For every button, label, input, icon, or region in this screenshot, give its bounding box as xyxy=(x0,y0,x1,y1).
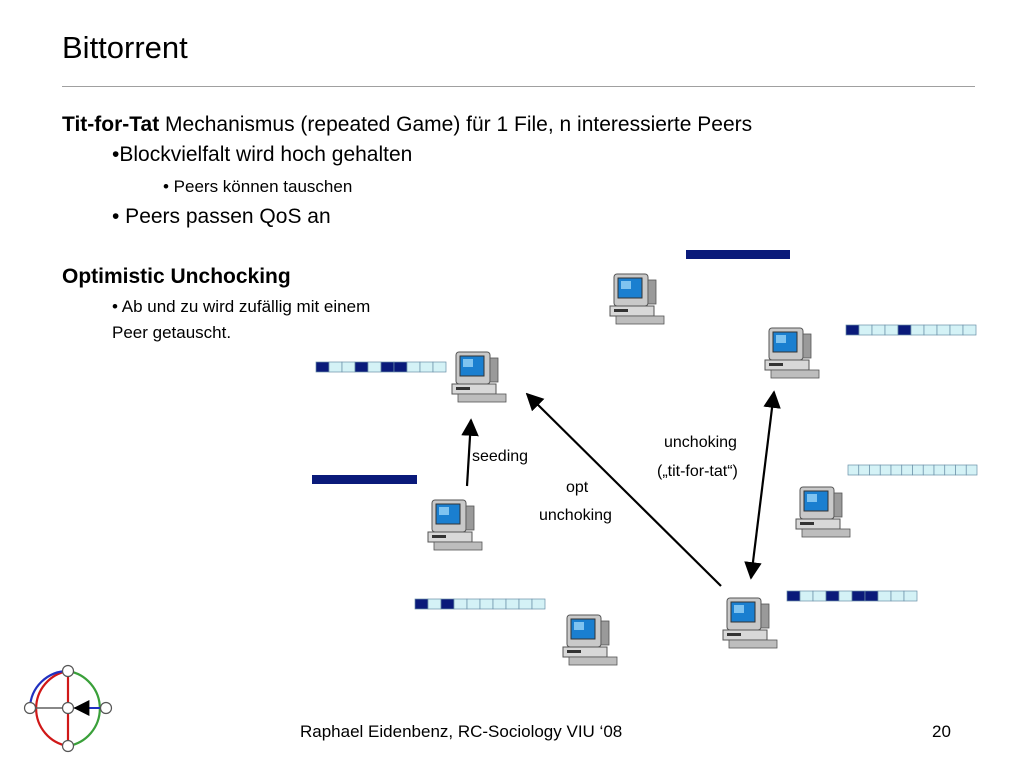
title-divider xyxy=(62,86,975,87)
block-have xyxy=(845,324,860,336)
block-missing xyxy=(962,324,977,336)
block-missing xyxy=(912,464,924,476)
block-missing xyxy=(492,598,507,610)
peer-computer-icon-center xyxy=(451,351,507,403)
block-missing xyxy=(903,590,918,602)
tit-for-tat-description: Mechanismus (repeated Game) für 1 File, … xyxy=(159,113,753,136)
block-missing xyxy=(367,361,382,373)
block-missing xyxy=(453,598,468,610)
block-missing xyxy=(799,590,814,602)
opt-label: opt xyxy=(566,479,589,496)
block-have xyxy=(315,361,330,373)
optimistic-line-1: • Ab und zu wird zufällig mit einem xyxy=(112,297,371,316)
slide-title: Bittorrent xyxy=(62,30,188,65)
block-missing xyxy=(479,598,494,610)
peer-computer-icon-right-middle xyxy=(795,486,851,538)
block-missing xyxy=(910,324,925,336)
block-missing xyxy=(419,361,434,373)
block-have xyxy=(786,590,801,602)
block-have xyxy=(393,361,408,373)
bullet-block-diversity: •Blockvielfalt wird hoch gehalten xyxy=(112,143,413,166)
block-missing xyxy=(838,590,853,602)
bullet-peers-trade: • Peers können tauschen xyxy=(163,177,353,196)
block-missing xyxy=(877,590,892,602)
block-missing xyxy=(531,598,546,610)
block-missing xyxy=(812,590,827,602)
block-missing xyxy=(858,324,873,336)
block-have xyxy=(897,324,912,336)
block-missing xyxy=(847,464,860,476)
tit-for-tat-label: („tit-for-tat“) xyxy=(657,463,738,480)
block-missing xyxy=(936,324,951,336)
peer-computer-icon-top xyxy=(609,273,665,325)
block-missing xyxy=(933,464,946,476)
block-missing xyxy=(890,590,905,602)
block-missing xyxy=(884,324,899,336)
seeding-label: seeding xyxy=(472,448,529,465)
bullet-peers-qos: • Peers passen QoS an xyxy=(112,205,331,228)
block-missing xyxy=(466,598,481,610)
full-block-bar-top xyxy=(686,250,790,259)
block-missing xyxy=(858,464,870,476)
block-have xyxy=(440,598,455,610)
opt-unchoking-label: unchoking xyxy=(539,507,612,524)
footer-author: Raphael Eidenbenz, RC-Sociology VIU ‘08 xyxy=(300,722,623,741)
unchoking-label: unchoking xyxy=(664,434,737,451)
optimistic-line-2: Peer getauscht. xyxy=(112,323,232,342)
block-missing xyxy=(341,361,356,373)
peer-computer-icon-bottom xyxy=(562,614,618,666)
opt-unchoking-arrow xyxy=(525,392,722,587)
block-row-bottom-right xyxy=(786,590,918,602)
peer-computer-icon-seed xyxy=(427,499,483,551)
block-missing xyxy=(406,361,421,373)
block-have xyxy=(864,590,879,602)
tit-for-tat-term: Tit-for-Tat xyxy=(62,113,160,136)
full-block-bar-seed xyxy=(312,475,417,484)
block-row-right-upper xyxy=(845,324,977,336)
block-have xyxy=(414,598,429,610)
block-have xyxy=(380,361,395,373)
block-have xyxy=(354,361,369,373)
block-missing xyxy=(505,598,520,610)
page-number: 20 xyxy=(932,722,951,741)
block-missing xyxy=(432,361,447,373)
block-row-right-middle xyxy=(847,464,978,476)
seeding-arrow xyxy=(461,418,479,487)
block-missing xyxy=(949,324,964,336)
peer-computer-icon-bottom-right xyxy=(722,597,778,649)
block-row-center xyxy=(315,361,447,373)
block-missing xyxy=(944,464,956,476)
block-missing xyxy=(965,464,978,476)
block-missing xyxy=(923,324,938,336)
block-missing xyxy=(427,598,442,610)
block-missing xyxy=(890,464,903,476)
tit-for-tat-arrow xyxy=(744,390,781,580)
block-missing xyxy=(869,464,881,476)
block-row-bottom xyxy=(414,598,546,610)
block-missing xyxy=(901,464,913,476)
block-have xyxy=(851,590,866,602)
block-missing xyxy=(955,464,967,476)
network-logo-icon xyxy=(23,664,113,753)
block-missing xyxy=(879,464,892,476)
peer-computer-icon-right-upper xyxy=(764,327,820,379)
tit-for-tat-line: Tit-for-Tat Mechanismus (repeated Game) … xyxy=(62,113,752,137)
block-missing xyxy=(518,598,533,610)
block-missing xyxy=(871,324,886,336)
block-have xyxy=(825,590,840,602)
block-missing xyxy=(922,464,935,476)
optimistic-heading: Optimistic Unchocking xyxy=(62,265,291,288)
block-missing xyxy=(328,361,343,373)
